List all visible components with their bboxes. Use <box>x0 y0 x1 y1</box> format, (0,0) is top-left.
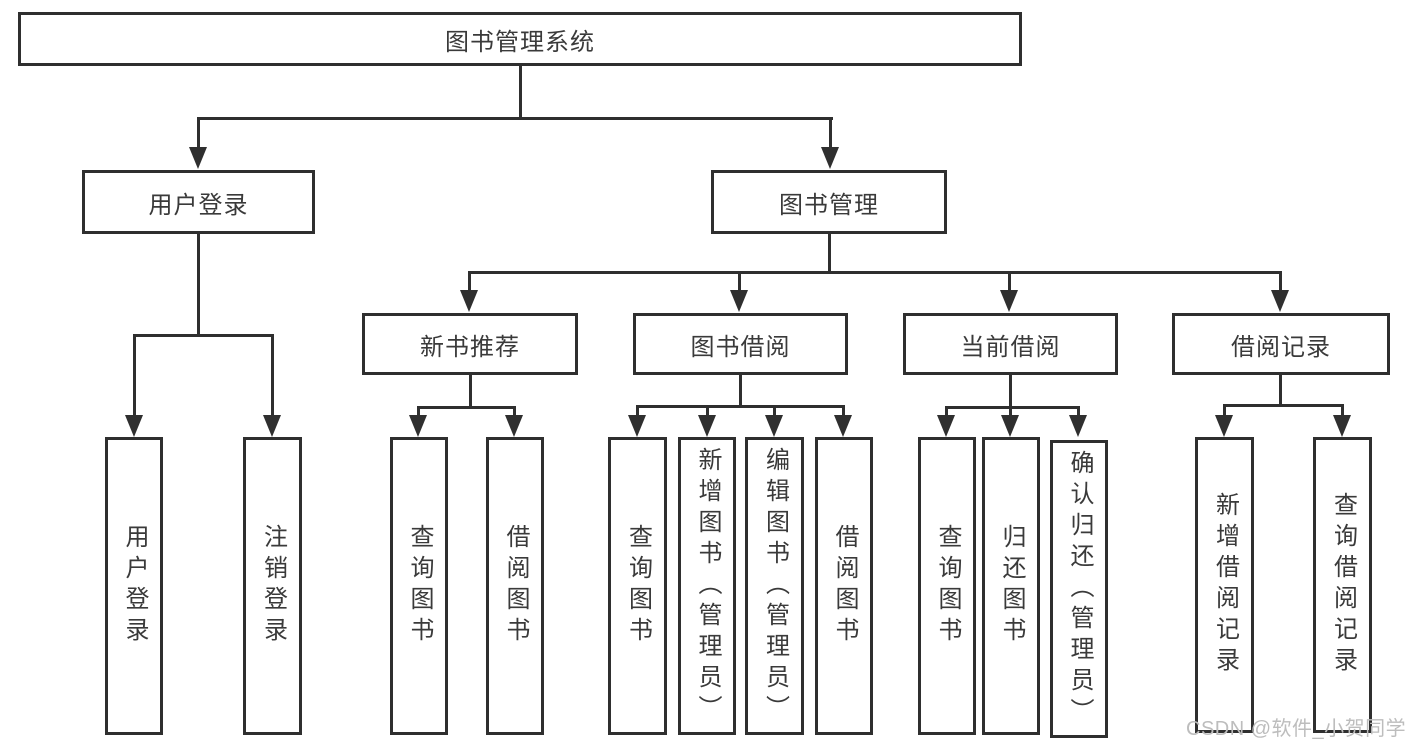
connector-line <box>417 406 420 418</box>
arrowhead-down-icon <box>1215 415 1233 437</box>
leaf-add-books-admin: 新增图书（管理员） <box>678 437 736 735</box>
arrowhead-down-icon <box>1333 415 1351 437</box>
leaf-query-books-recommend-label: 查询图书 <box>406 524 433 648</box>
leaf-query-books-current: 查询图书 <box>918 437 976 735</box>
arrowhead-down-icon <box>460 290 478 312</box>
leaf-logout: 注销登录 <box>243 437 302 735</box>
arrowhead-down-icon <box>628 415 646 437</box>
node-user-login-label: 用户登录 <box>148 191 249 219</box>
connector-line <box>829 117 832 149</box>
node-new-book-recommend-label: 新书推荐 <box>420 333 520 361</box>
connector-line <box>773 405 776 418</box>
node-new-book-recommend: 新书推荐 <box>362 313 578 375</box>
leaf-add-books-admin-label: 新增图书（管理员） <box>694 446 721 726</box>
node-user-login: 用户登录 <box>82 170 315 234</box>
leaf-add-borrow-record: 新增借阅记录 <box>1195 437 1254 733</box>
leaf-confirm-return-admin-label: 确认归还（管理员） <box>1066 449 1093 729</box>
node-borrowing-records: 借阅记录 <box>1172 313 1390 375</box>
connector-line <box>1009 375 1012 409</box>
connector-line <box>842 405 845 418</box>
connector-line <box>271 334 274 416</box>
connector-line <box>738 271 741 293</box>
leaf-user-login-label: 用户登录 <box>121 524 148 648</box>
connector-line <box>1279 375 1282 407</box>
connector-line <box>513 406 516 418</box>
connector-line <box>706 405 709 418</box>
connector-line <box>133 334 136 416</box>
arrowhead-down-icon <box>1000 290 1018 312</box>
arrowhead-down-icon <box>189 147 207 169</box>
connector-line <box>945 406 1080 409</box>
connector-line <box>133 334 273 337</box>
leaf-query-books-current-label: 查询图书 <box>934 524 961 648</box>
connector-line <box>468 271 471 293</box>
connector-line <box>828 234 831 274</box>
connector-line <box>636 405 639 418</box>
node-library-system-label: 图书管理系统 <box>445 28 595 56</box>
connector-line <box>1223 404 1343 407</box>
arrowhead-down-icon <box>1069 415 1087 437</box>
connector-line <box>1279 271 1282 293</box>
arrowhead-down-icon <box>698 415 716 437</box>
leaf-user-login: 用户登录 <box>105 437 163 735</box>
node-book-borrowing-label: 图书借阅 <box>690 333 791 361</box>
arrowhead-down-icon <box>1271 290 1289 312</box>
connector-line <box>1009 406 1012 418</box>
connector-line <box>945 406 948 418</box>
arrowhead-down-icon <box>263 415 281 437</box>
connector-line <box>468 271 1282 274</box>
leaf-add-borrow-record-label: 新增借阅记录 <box>1211 492 1239 678</box>
connector-line <box>197 117 833 120</box>
leaf-borrow-books-borrowing-label: 借阅图书 <box>831 524 858 648</box>
node-book-management: 图书管理 <box>711 170 947 234</box>
leaf-edit-books-admin-label: 编辑图书（管理员） <box>761 446 789 726</box>
connector-line <box>1341 404 1344 418</box>
leaf-edit-books-admin: 编辑图书（管理员） <box>745 437 804 735</box>
connector-line <box>1008 271 1011 293</box>
connector-line <box>469 375 472 409</box>
leaf-query-books-recommend: 查询图书 <box>390 437 448 735</box>
connector-line <box>417 406 516 409</box>
leaf-borrow-books-recommend-label: 借阅图书 <box>502 524 529 648</box>
connector-line <box>197 117 200 149</box>
arrowhead-down-icon <box>409 415 427 437</box>
connector-line <box>519 66 522 118</box>
leaf-query-borrow-record: 查询借阅记录 <box>1313 437 1372 733</box>
connector-line <box>739 375 742 408</box>
arrowhead-down-icon <box>730 290 748 312</box>
node-current-borrowing-label: 当前借阅 <box>960 333 1061 361</box>
connector-line <box>1077 406 1080 418</box>
arrowhead-down-icon <box>765 415 783 437</box>
connector-line <box>1223 404 1226 418</box>
leaf-query-books-borrowing-label: 查询图书 <box>624 524 652 648</box>
connector-line <box>197 234 200 336</box>
leaf-query-books-borrowing: 查询图书 <box>608 437 667 735</box>
arrowhead-down-icon <box>125 415 143 437</box>
leaf-borrow-books-recommend: 借阅图书 <box>486 437 544 735</box>
leaf-borrow-books-borrowing: 借阅图书 <box>815 437 873 735</box>
leaf-logout-label: 注销登录 <box>259 524 287 648</box>
arrowhead-down-icon <box>505 415 523 437</box>
node-book-management-label: 图书管理 <box>779 191 879 219</box>
node-current-borrowing: 当前借阅 <box>903 313 1118 375</box>
leaf-return-books-label: 归还图书 <box>998 524 1025 648</box>
node-book-borrowing: 图书借阅 <box>633 313 848 375</box>
arrowhead-down-icon <box>821 147 839 169</box>
connector-line <box>636 405 845 408</box>
csdn-watermark: CSDN @软件_小贺同学 <box>1186 718 1405 740</box>
leaf-return-books: 归还图书 <box>982 437 1040 735</box>
leaf-query-borrow-record-label: 查询借阅记录 <box>1329 492 1357 678</box>
node-borrowing-records-label: 借阅记录 <box>1231 333 1331 361</box>
arrowhead-down-icon <box>834 415 852 437</box>
arrowhead-down-icon <box>937 415 955 437</box>
arrowhead-down-icon <box>1001 415 1019 437</box>
leaf-confirm-return-admin: 确认归还（管理员） <box>1050 440 1108 738</box>
node-library-system: 图书管理系统 <box>18 12 1022 66</box>
